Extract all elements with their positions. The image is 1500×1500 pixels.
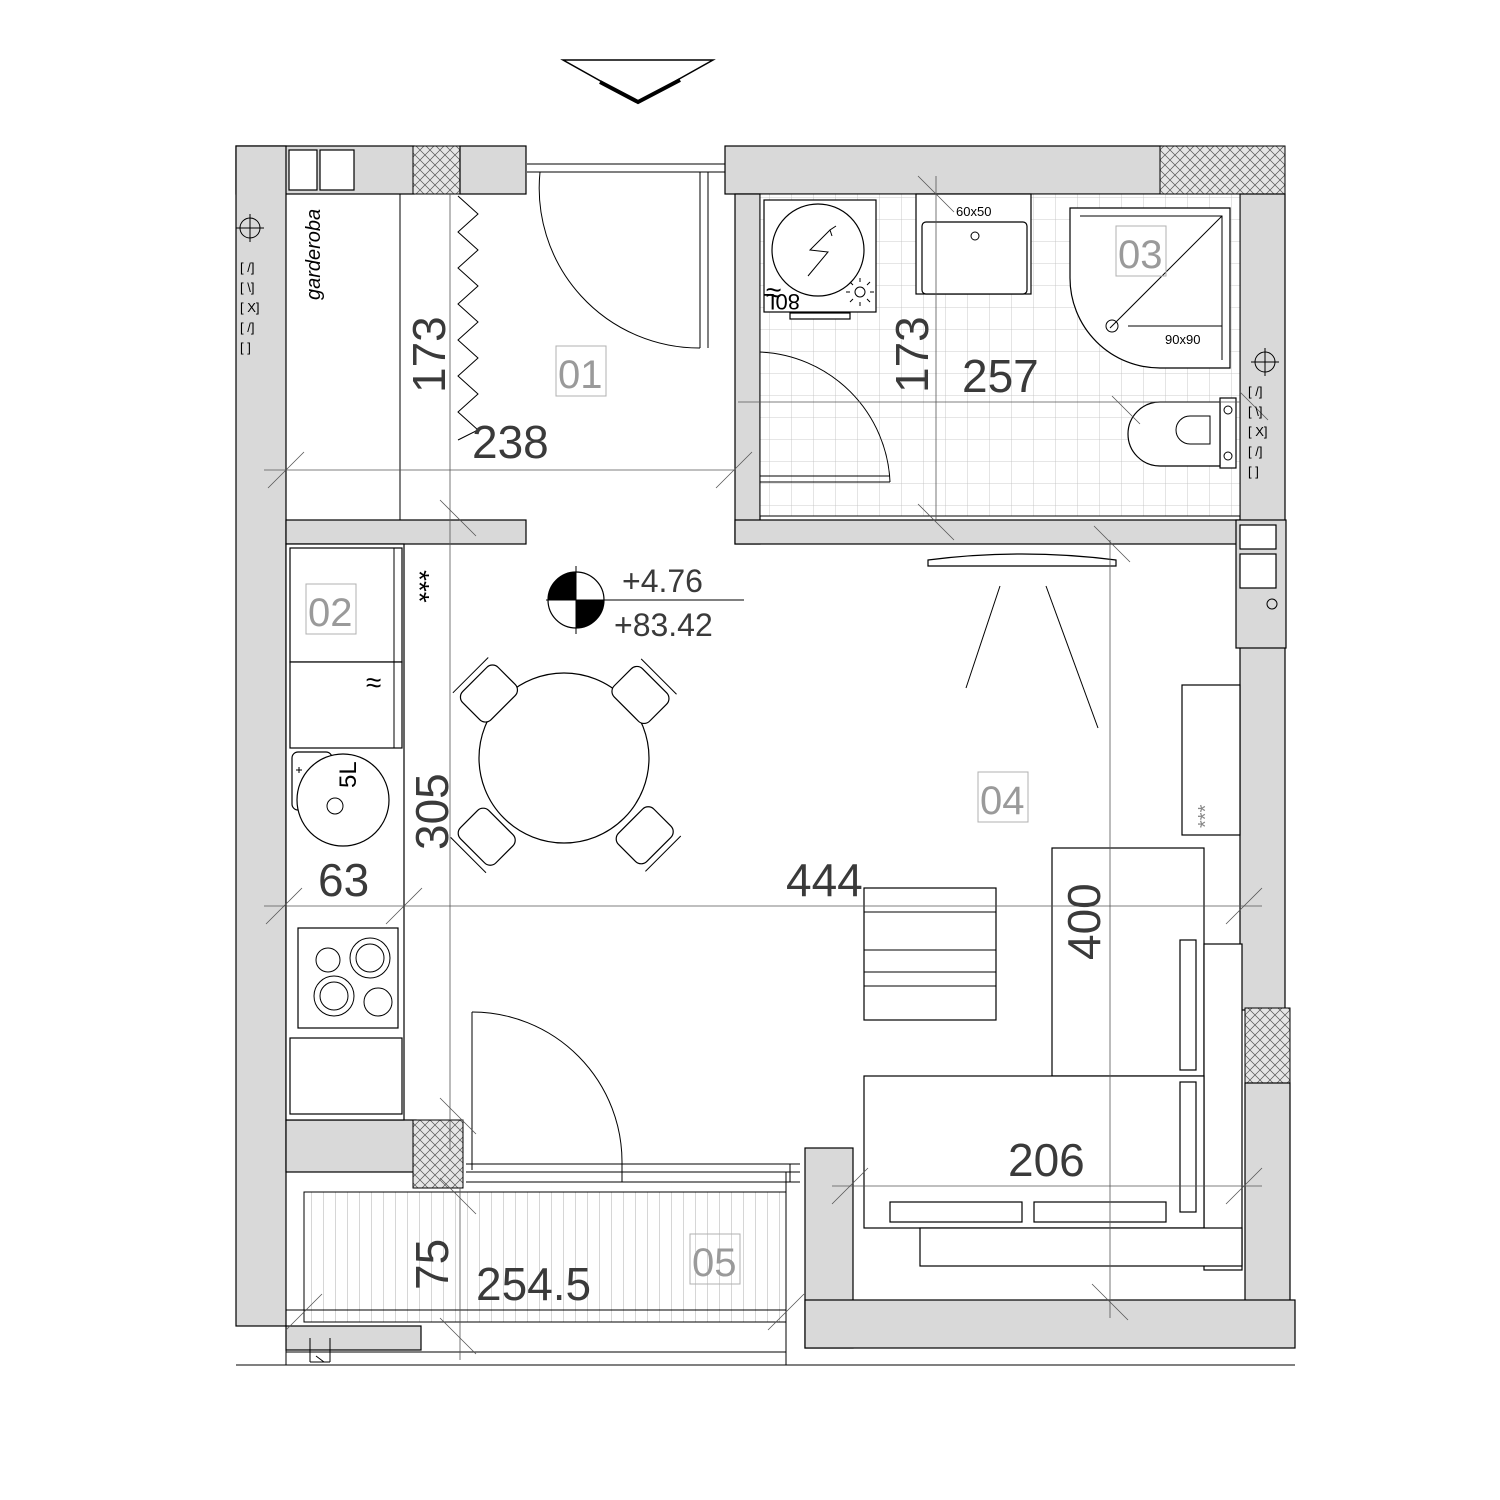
level-marker-icon	[546, 566, 744, 634]
kitchen-sink-label: 5L	[335, 761, 362, 788]
svg-text:[ /]: [ /]	[1248, 384, 1262, 399]
hall-room	[264, 149, 753, 1150]
walls	[235, 145, 1296, 1366]
room-label-02: 02	[308, 591, 353, 635]
room-label-04: 04	[980, 779, 1025, 823]
dim-kitchen-depth: 305	[406, 773, 458, 850]
dim-kitchen-counter: 63	[318, 854, 369, 906]
room-label-01: 01	[558, 353, 603, 397]
svg-text:[ X]: [ X]	[240, 300, 260, 315]
svg-text:[ /]: [ /]	[240, 320, 254, 335]
room-label-05: 05	[692, 1241, 737, 1285]
room-label-03: 03	[1118, 233, 1163, 277]
radiator-marker: ***	[1195, 804, 1217, 828]
kitchen	[265, 543, 423, 1121]
svg-text:[ /]: [ /]	[240, 260, 254, 275]
dim-living-lower: 206	[1008, 1134, 1085, 1186]
sink-size-label: 60x50	[956, 204, 991, 219]
fridge-marker: ***	[404, 570, 435, 603]
dim-wardrobe-depth: 173	[403, 316, 455, 393]
meter-icon	[1266, 598, 1278, 610]
socket-icon: [ /] [ \] [ X] [ /] [ ]	[236, 214, 264, 355]
boiler-volume-label: 80L	[763, 289, 800, 314]
kitchen-water-icon: ≈	[366, 667, 381, 698]
dim-living-depth: 400	[1058, 883, 1110, 960]
level-relative: +4.76	[622, 563, 703, 599]
bathroom-socket-icon: [ /] [ \] [ X] [ /] [ ]	[1248, 348, 1279, 479]
dim-hall-width: 238	[472, 416, 549, 468]
level-absolute: +83.42	[614, 607, 713, 643]
svg-text:[ X]: [ X]	[1248, 424, 1268, 439]
svg-text:[ ]: [ ]	[240, 340, 251, 355]
shower-size-label: 90x90	[1165, 332, 1200, 347]
dim-bath-depth: 173	[886, 316, 938, 393]
svg-text:[ /]: [ /]	[1248, 444, 1262, 459]
dim-living-width: 444	[786, 854, 863, 906]
dim-bath-width: 257	[962, 350, 1039, 402]
boiler-water-icon: ≈	[766, 277, 781, 308]
wardrobe-label: garderoba	[303, 209, 325, 300]
bathroom	[738, 175, 1269, 541]
svg-text:[ \]: [ \]	[240, 280, 254, 295]
dim-balcony-width: 254.5	[476, 1258, 591, 1310]
dim-balcony-depth: 75	[406, 1239, 458, 1290]
svg-text:[ \]: [ \]	[1248, 404, 1262, 419]
balcony	[285, 1172, 805, 1365]
svg-text:[ ]: [ ]	[1248, 464, 1259, 479]
light-icon	[846, 278, 874, 306]
living-room	[264, 525, 1263, 1321]
entrance-arrow-icon	[560, 59, 716, 103]
